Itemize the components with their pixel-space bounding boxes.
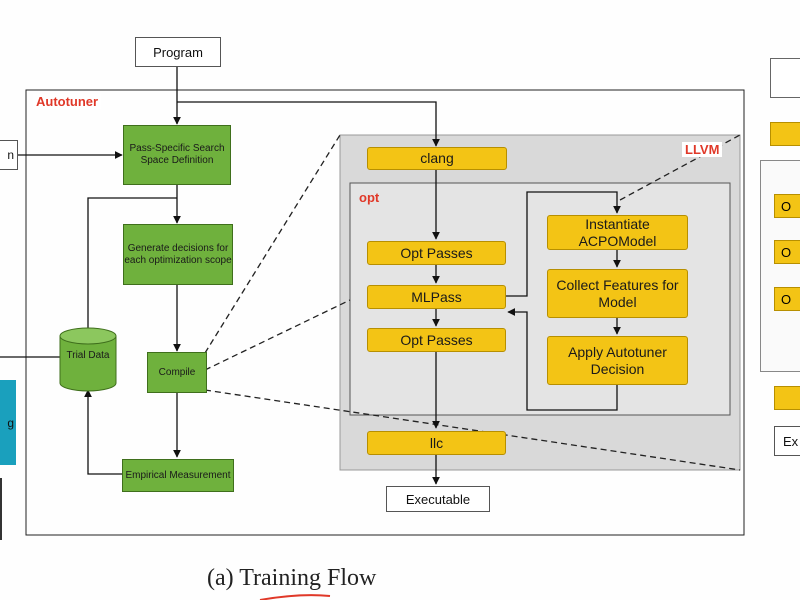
mlpass-node: MLPass — [367, 285, 506, 309]
mlpass-label: MLPass — [411, 288, 462, 305]
left-teal-node: g — [0, 380, 16, 465]
figure-caption: (a) Training Flow — [207, 565, 377, 591]
trial-data-label: Trial Data — [66, 350, 110, 361]
executable-label: Executable — [405, 491, 471, 507]
llc-label: llc — [429, 434, 444, 451]
instantiate-label: Instantiate ACPOModel — [578, 215, 657, 249]
autotuner-label: Autotuner — [33, 94, 102, 109]
program-label: Program — [153, 44, 203, 60]
left-edge-line — [0, 478, 2, 540]
right-stub-2-label: O — [781, 244, 792, 260]
empirical-label: Empirical Measurement — [125, 469, 231, 481]
right-stub-node-2: O — [774, 240, 800, 264]
generate-decisions-label: Generate decisions for each optimization… — [124, 242, 232, 266]
right-stub-3-label: O — [781, 291, 792, 307]
left-cropped-node: n — [0, 140, 18, 170]
executable-output-node: Executable — [386, 486, 490, 512]
right-yellow-1 — [770, 122, 800, 146]
opt-passes-2-label: Opt Passes — [400, 331, 473, 348]
right-stub-node-1: O — [774, 194, 800, 218]
right-stub-1-label: O — [781, 198, 792, 214]
clang-node: clang — [367, 147, 507, 170]
llc-node: llc — [367, 431, 506, 455]
trial-data-cylinder — [59, 327, 117, 392]
left-stub-1-label: n — [7, 148, 14, 162]
right-executable-node: Ex — [774, 426, 800, 456]
right-cropped-box — [770, 58, 800, 98]
program-input-node: Program — [135, 37, 221, 67]
right-stub-node-3: O — [774, 287, 800, 311]
opt-passes-1-node: Opt Passes — [367, 241, 506, 265]
compile-label: Compile — [158, 366, 196, 378]
opt-passes-2-node: Opt Passes — [367, 328, 506, 352]
instantiate-acpomodel-node: Instantiate ACPOModel — [547, 215, 688, 250]
left-stub-2-label: g — [7, 415, 14, 430]
collect-features-node: Collect Features for Model — [547, 269, 688, 318]
opt-label: opt — [359, 190, 380, 205]
clang-label: clang — [420, 150, 454, 166]
pass-specific-label: Pass-Specific Search Space Definition — [129, 143, 225, 166]
apply-decision-node: Apply Autotuner Decision — [547, 336, 688, 385]
generate-decisions-node: Generate decisions for each optimization… — [123, 224, 233, 285]
apply-label: Apply Autotuner Decision — [568, 343, 667, 377]
right-stub-4-label: Ex — [783, 433, 799, 449]
pass-specific-node: Pass-Specific Search Space Definition — [123, 125, 231, 185]
right-cropped-panel — [760, 160, 800, 372]
compile-node: Compile — [147, 352, 207, 393]
collect-label: Collect Features for Model — [556, 276, 679, 310]
opt-passes-1-label: Opt Passes — [400, 244, 473, 261]
empirical-measurement-node: Empirical Measurement — [122, 459, 234, 492]
llvm-label: LLVM — [682, 142, 723, 157]
right-yellow-2 — [774, 386, 800, 410]
autotuner-frame — [25, 89, 745, 536]
